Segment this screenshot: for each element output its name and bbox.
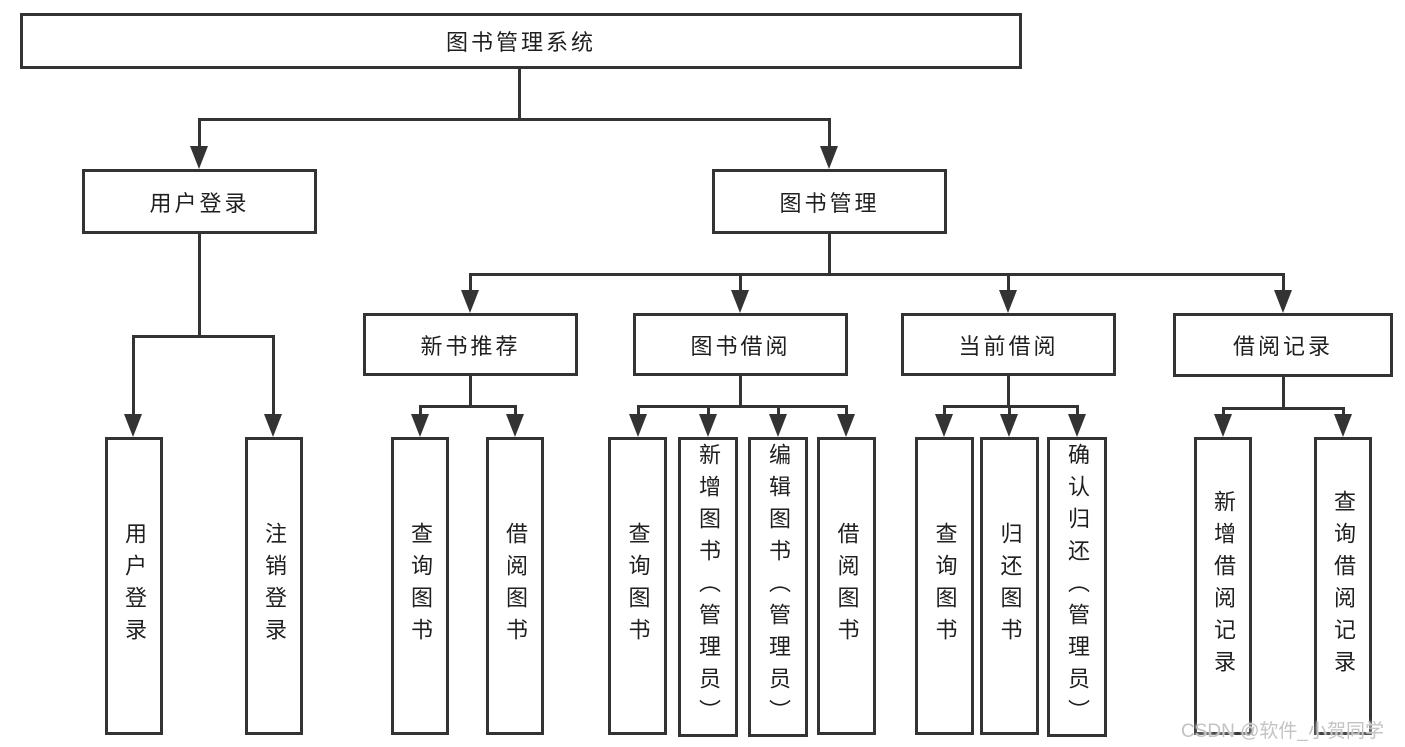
connector — [469, 376, 472, 408]
node-borrow-records-label: 借阅记录 — [1232, 334, 1333, 359]
leaf-bb-query-books-label: 查询图书 — [625, 522, 651, 650]
arrowhead — [769, 414, 787, 437]
connector — [469, 273, 472, 293]
node-book-management: 图书管理 — [712, 169, 947, 234]
connector — [1008, 405, 1011, 417]
leaf-cb-return-books: 归还图书 — [980, 437, 1039, 735]
leaf-bb-edit-books-admin-label: 编辑图书（管理员） — [766, 443, 791, 731]
node-root: 图书管理系统 — [20, 13, 1022, 69]
csdn-watermark: CSDN @软件_小贺同学 — [1181, 721, 1384, 742]
arrowhead — [411, 414, 429, 437]
connector — [828, 118, 831, 150]
connector — [1076, 405, 1079, 417]
node-book-management-label: 图书管理 — [779, 190, 880, 216]
leaf-user-login: 用户登录 — [105, 437, 163, 735]
arrowhead — [820, 146, 838, 169]
connector — [198, 118, 201, 150]
arrowhead — [190, 146, 208, 169]
leaf-br-add-record-label: 新增借阅记录 — [1211, 490, 1236, 682]
connector — [198, 118, 831, 121]
connector — [198, 234, 201, 337]
arrowhead — [1000, 414, 1018, 437]
arrowhead — [935, 414, 953, 437]
connector — [943, 405, 1079, 408]
connector — [132, 335, 275, 338]
leaf-logout-label: 注销登录 — [262, 522, 287, 650]
leaf-user-login-label: 用户登录 — [122, 522, 147, 650]
connector — [1007, 273, 1010, 293]
leaf-br-add-record: 新增借阅记录 — [1194, 437, 1252, 735]
leaf-bb-query-books: 查询图书 — [608, 437, 667, 735]
leaf-cb-query-books: 查询图书 — [915, 437, 974, 735]
leaf-cb-query-books-label: 查询图书 — [932, 522, 958, 650]
connector — [707, 405, 710, 417]
arrowhead — [1068, 414, 1086, 437]
leaf-nb-borrow-books: 借阅图书 — [486, 437, 544, 735]
leaf-bb-add-books-admin-label: 新增图书（管理员） — [696, 443, 721, 731]
arrowhead — [837, 414, 855, 437]
connector — [1282, 377, 1285, 410]
arrowhead — [124, 414, 142, 437]
leaf-bb-borrow-books-label: 借阅图书 — [834, 522, 860, 650]
connector — [419, 405, 422, 417]
connector — [132, 335, 135, 417]
node-book-borrow: 图书借阅 — [633, 313, 848, 376]
connector — [1007, 376, 1010, 408]
connector — [1222, 407, 1345, 410]
node-new-book-recommend-label: 新书推荐 — [420, 333, 521, 359]
connector — [518, 69, 521, 120]
connector — [637, 405, 848, 408]
connector — [828, 233, 831, 275]
leaf-br-query-record: 查询借阅记录 — [1314, 437, 1372, 735]
arrowhead — [506, 414, 524, 437]
arrowhead — [699, 414, 717, 437]
arrowhead — [1214, 414, 1232, 437]
connector — [739, 376, 742, 408]
node-root-label: 图书管理系统 — [445, 30, 596, 55]
connector — [469, 273, 1285, 276]
arrowhead — [461, 290, 479, 313]
arrowhead — [731, 290, 749, 313]
leaf-cb-confirm-return-admin-label: 确认归还（管理员） — [1065, 443, 1090, 731]
leaf-cb-return-books-label: 归还图书 — [997, 522, 1023, 650]
connector — [272, 335, 275, 417]
node-book-borrow-label: 图书借阅 — [690, 333, 791, 359]
arrowhead — [999, 290, 1017, 313]
node-user-login: 用户登录 — [82, 169, 317, 234]
connector — [1342, 407, 1345, 417]
leaf-bb-borrow-books: 借阅图书 — [817, 437, 876, 735]
node-current-borrow-label: 当前借阅 — [958, 333, 1059, 359]
arrowhead — [264, 414, 282, 437]
connector — [739, 273, 742, 293]
node-new-book-recommend: 新书推荐 — [363, 313, 578, 376]
node-user-login-label: 用户登录 — [149, 190, 250, 216]
arrowhead — [1274, 290, 1292, 313]
leaf-nb-borrow-books-label: 借阅图书 — [503, 522, 528, 650]
node-current-borrow: 当前借阅 — [901, 313, 1116, 376]
leaf-nb-query-books-label: 查询图书 — [408, 522, 433, 650]
leaf-br-query-record-label: 查询借阅记录 — [1331, 490, 1356, 682]
leaf-bb-add-books-admin: 新增图书（管理员） — [678, 437, 738, 737]
connector — [514, 405, 517, 417]
leaf-bb-edit-books-admin: 编辑图书（管理员） — [748, 437, 808, 737]
leaf-logout: 注销登录 — [245, 437, 303, 735]
arrowhead — [1334, 414, 1352, 437]
connector — [419, 405, 517, 408]
connector — [1282, 273, 1285, 293]
leaf-cb-confirm-return-admin: 确认归还（管理员） — [1047, 437, 1107, 737]
connector — [777, 405, 780, 417]
connector — [1222, 407, 1225, 417]
leaf-nb-query-books: 查询图书 — [391, 437, 449, 735]
arrowhead — [629, 414, 647, 437]
connector — [943, 405, 946, 417]
connector — [637, 405, 640, 417]
node-borrow-records: 借阅记录 — [1173, 313, 1393, 377]
connector — [845, 405, 848, 417]
